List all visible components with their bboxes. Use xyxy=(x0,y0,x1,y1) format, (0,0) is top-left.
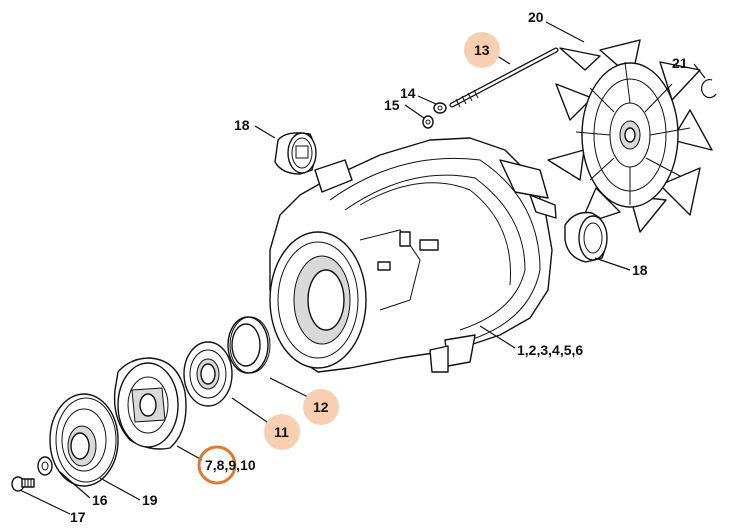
callout-17[interactable]: 17 xyxy=(70,509,86,525)
callout-11[interactable]: 11 xyxy=(274,424,289,440)
callout-19[interactable]: 19 xyxy=(142,492,158,508)
callout-13[interactable]: 13 xyxy=(474,42,490,58)
screw-part xyxy=(11,476,35,492)
callout-15[interactable]: 15 xyxy=(384,97,400,113)
callout-7-10[interactable]: 7,8,9,10 xyxy=(205,457,256,473)
motor-housing-part xyxy=(269,137,557,373)
bearing-top-part xyxy=(274,132,317,175)
callout-20[interactable]: 20 xyxy=(528,9,544,25)
callout-1-6[interactable]: 1,2,3,4,5,6 xyxy=(517,342,583,358)
washer-part xyxy=(433,102,447,114)
bearing-right-part xyxy=(564,211,608,263)
highlight-7-ring xyxy=(197,445,237,485)
pulley-disc-part xyxy=(49,393,119,487)
seal-ring-part xyxy=(227,316,271,374)
callout-16[interactable]: 16 xyxy=(92,492,108,508)
callout-18-top[interactable]: 18 xyxy=(234,117,250,133)
leader-lines xyxy=(19,21,706,515)
callout-12[interactable]: 12 xyxy=(313,399,329,415)
highlight-12 xyxy=(303,389,339,425)
circlip-part xyxy=(701,78,717,99)
washer-16-part xyxy=(37,456,53,476)
nut-part xyxy=(422,115,434,129)
callout-14[interactable]: 14 xyxy=(400,85,416,101)
clutch-part xyxy=(113,357,187,450)
callout-21[interactable]: 21 xyxy=(672,55,688,71)
ball-bearing-part xyxy=(183,341,233,407)
callout-18-right[interactable]: 18 xyxy=(632,262,648,278)
fan-part xyxy=(547,39,713,233)
highlight-13 xyxy=(464,32,500,68)
tie-rod-part xyxy=(449,47,559,108)
highlight-11 xyxy=(264,414,300,450)
